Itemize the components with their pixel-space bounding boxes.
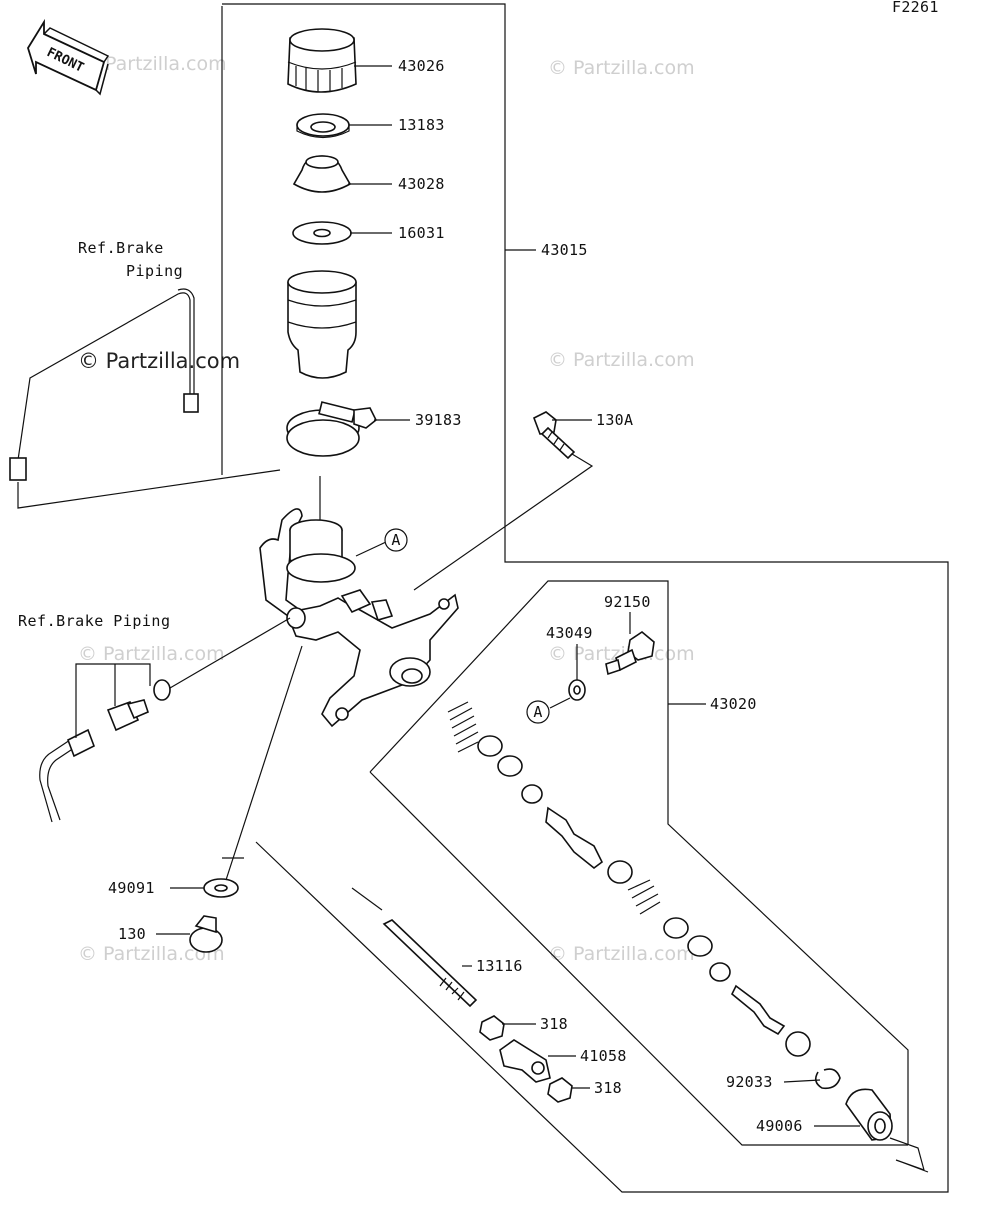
watermarks: © Partzilla.com © Partzilla.com © Partzi… (78, 53, 695, 965)
watermark-dark: © Partzilla.com (78, 349, 240, 373)
diagram-code: F2261 (892, 0, 939, 16)
part-number-label[interactable]: 92033 (726, 1073, 773, 1091)
subassembly-bracket-43020 (369, 580, 909, 1146)
watermark: © Partzilla.com (548, 349, 695, 371)
part-number-label[interactable]: 43015 (541, 241, 588, 259)
part-number-label[interactable]: 49006 (756, 1117, 803, 1135)
part-number-label[interactable]: 43028 (398, 175, 445, 193)
watermark: © Partzilla.com (78, 643, 225, 665)
svg-text:A: A (391, 531, 400, 549)
watermark: © Partzilla.com (548, 943, 695, 965)
front-arrow-icon: FRONT (27, 18, 110, 96)
hose-clamp (286, 401, 378, 457)
locknut-upper (479, 1015, 505, 1041)
ref-brake-piping-top-line1: Ref.Brake (78, 239, 164, 257)
watermark: © Partzilla.com (548, 57, 695, 79)
part-number-label[interactable]: 49091 (108, 879, 155, 897)
bleeder-valve (605, 631, 655, 676)
diaphragm (292, 155, 352, 193)
callout-a-top: A (384, 528, 408, 552)
watermark: © Partzilla.com (78, 943, 225, 965)
diaphragm-plate (296, 113, 350, 139)
banjo-bolt-130 (189, 915, 223, 953)
part-number-label[interactable]: 92150 (604, 593, 651, 611)
callout-a-bottom: A (526, 700, 550, 724)
clevis-joint (499, 1039, 551, 1083)
part-number-label[interactable]: 43026 (398, 57, 445, 75)
svg-text:A: A (533, 703, 542, 721)
part-number-label[interactable]: 318 (594, 1079, 622, 1097)
watermark: © Partzilla.com (80, 53, 227, 75)
ref-brake-piping-top-line2: Piping (126, 262, 183, 280)
circlip (814, 1068, 841, 1090)
part-number-label[interactable]: 13183 (398, 116, 445, 134)
piston-kit (447, 701, 811, 1057)
reservoir-tank (287, 270, 357, 379)
part-number-label[interactable]: 130A (596, 411, 633, 429)
float-washer (292, 221, 352, 245)
part-number-label[interactable]: 13116 (476, 957, 523, 975)
master-cylinder-body (259, 508, 459, 728)
push-rod (382, 919, 478, 1008)
ref-brake-piping-bottom: Ref.Brake Piping (18, 612, 171, 630)
part-number-label[interactable]: 16031 (398, 224, 445, 242)
part-number-label[interactable]: 43020 (710, 695, 757, 713)
part-number-label[interactable]: 130 (118, 925, 146, 943)
leader-lines (156, 65, 929, 1173)
dust-boot (845, 1088, 893, 1141)
part-number-label[interactable]: 41058 (580, 1047, 627, 1065)
reservoir-cap (287, 28, 357, 93)
part-number-label[interactable]: 39183 (415, 411, 462, 429)
mounting-bolt-130a (532, 411, 576, 460)
watermark: © Partzilla.com (548, 643, 695, 665)
part-number-label[interactable]: 43049 (546, 624, 593, 642)
part-number-label[interactable]: 318 (540, 1015, 568, 1033)
locknut-lower (547, 1077, 573, 1103)
brake-piping-top (9, 288, 281, 509)
brake-piping-bottom (39, 617, 291, 823)
